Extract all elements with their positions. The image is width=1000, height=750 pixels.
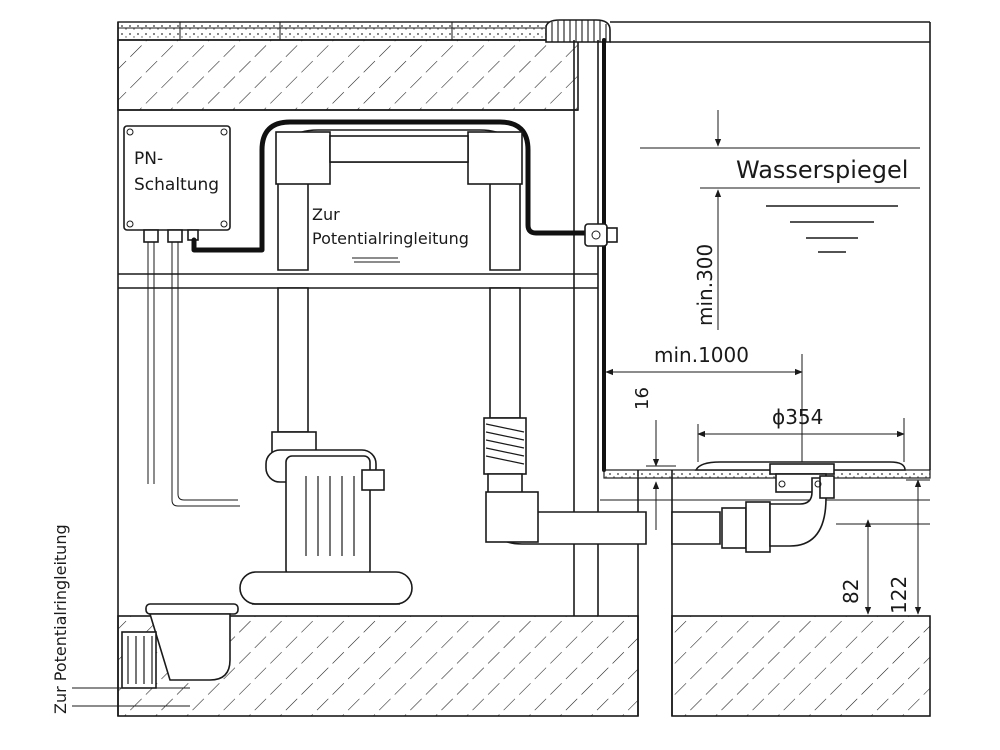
potential-label-1: Zur [312,205,340,224]
dimension-min300: min.300 [693,110,722,330]
switch-box-cables [147,242,240,507]
dimension-min1000: min.1000 [605,343,803,462]
switch-box-label-1: PN- [134,149,163,169]
pn-switch-box: PN- Schaltung [123,125,231,243]
dim-diameter-label: ϕ354 [772,405,823,429]
floor-inlet [694,461,906,553]
dim-min1000-label: min.1000 [654,343,749,367]
water-level: Wasserspiegel [640,147,920,253]
dimension-diameter: ϕ354 [697,405,905,462]
potential-label-2: Potentialringleitung [312,229,469,248]
floor-drain [72,603,239,707]
water-level-label: Wasserspiegel [736,156,908,184]
potential-vertical-label: Zur Potentialringleitung [51,524,70,714]
pool-coping [545,19,931,470]
dim-16-label: 16 [632,387,653,410]
pump [239,287,413,605]
pool-floor [600,469,931,501]
wall-connector [584,223,618,247]
switch-box-label-2: Schaltung [134,175,219,195]
dimension-122: 122 [887,479,930,615]
potential-cable [191,119,588,253]
dim-min300-label: min.300 [693,244,717,326]
upper-pipe-loop [275,129,523,271]
dimension-82: 82 [836,519,930,615]
top-slab [117,21,601,111]
dim-122-label: 122 [887,576,911,614]
dimension-16: 16 [632,387,676,530]
return-pipe [483,287,721,545]
potential-pointer: Zur Potentialringleitung [312,205,469,263]
dim-82-label: 82 [839,579,863,604]
